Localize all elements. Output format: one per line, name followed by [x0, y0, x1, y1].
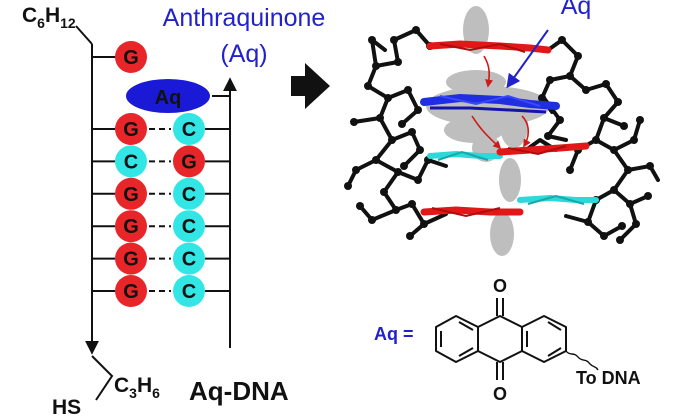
right-base-circle [173, 145, 205, 178]
molecular-structure [344, 6, 660, 256]
left-base-letter: G [123, 216, 139, 238]
overhang-base: G [115, 41, 147, 73]
left-base-circle [115, 242, 147, 275]
carbonyl-oxygen-bottom: O [493, 384, 507, 404]
figure-title: Aq-DNA [189, 376, 289, 406]
cyan-base-middle [427, 150, 503, 161]
right-base-circle [173, 113, 205, 145]
right-base-letter: G [181, 151, 197, 173]
bottom-linker-line [91, 355, 114, 401]
left-base-circle [115, 177, 147, 210]
left-base-letter: C [124, 151, 138, 173]
left-base-circle [115, 210, 147, 243]
aq-block: Aq [126, 79, 230, 113]
left-base-circle [115, 275, 147, 307]
anthraquinone-label: Anthraquinone (Aq) [163, 4, 326, 68]
right-base-letter: C [182, 119, 196, 141]
right-base-circle [173, 177, 205, 210]
cyan-base-lower [517, 194, 599, 205]
transfer-arrow-1 [483, 55, 493, 88]
left-base-letter: G [123, 184, 139, 206]
carbonyl-oxygen-top: O [493, 276, 507, 296]
svg-text:Anthraquinone: Anthraquinone [163, 4, 326, 32]
left-base-letter: G [123, 281, 139, 303]
transfer-arrow-3 [521, 115, 531, 148]
right-base-circle [173, 242, 205, 275]
top-linker-label: C6H12 [22, 4, 76, 31]
transition-arrow [291, 63, 330, 109]
transfer-arrow-2 [471, 115, 502, 150]
svg-text:Aq: Aq [155, 87, 182, 109]
aq-equals-label: Aq = [374, 324, 414, 344]
svg-text:G: G [123, 47, 139, 69]
left-base-circle [115, 145, 147, 178]
backbone-atoms [344, 26, 654, 244]
aq-pointer-label: Aq [561, 0, 592, 20]
right-base-letter: C [182, 249, 196, 271]
bottom-linker-label: HS C3H6 [52, 374, 160, 419]
right-base-letter: C [182, 216, 196, 238]
left-base-circle [115, 113, 147, 145]
right-base-circle [173, 275, 205, 307]
aq-structure: Aq = O O To DNA [374, 276, 641, 404]
right-base-letter: C [182, 281, 196, 303]
right-base-circle [173, 210, 205, 243]
red-base-top [426, 40, 552, 54]
aq-pointer-arrow [506, 29, 549, 89]
red-base-middle [496, 142, 590, 156]
aq-intercalator [420, 93, 560, 114]
svg-text:C6H12: C6H12 [22, 4, 76, 31]
svg-text:HS: HS [52, 396, 81, 419]
svg-text:C3H6: C3H6 [114, 374, 160, 401]
svg-text:(Aq): (Aq) [220, 40, 267, 68]
right-base-letter: C [182, 184, 196, 206]
to-dna-label: To DNA [576, 368, 641, 388]
left-base-letter: G [123, 119, 139, 141]
top-linker-line [75, 25, 93, 45]
red-base-bottom [420, 206, 524, 218]
left-base-letter: G [123, 249, 139, 271]
